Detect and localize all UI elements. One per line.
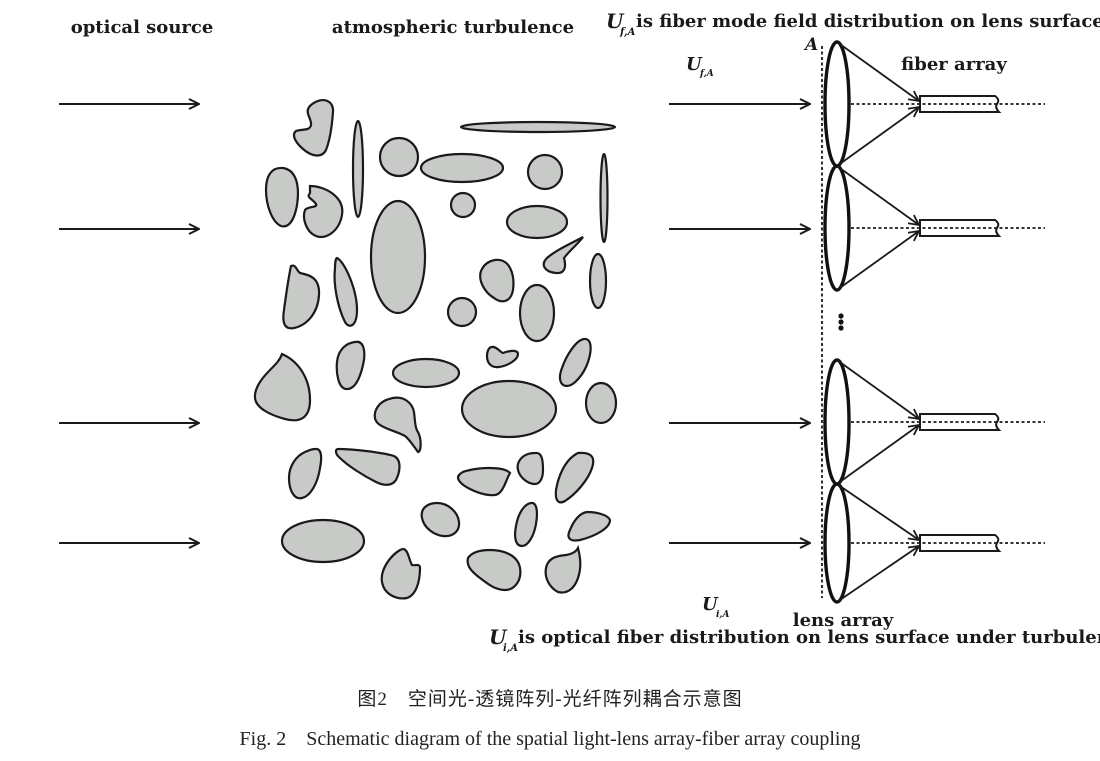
ui-symbol: U [489,625,508,649]
focused-ray [836,359,919,419]
turbulence-cell [514,501,539,548]
ellipsis-dot [838,325,844,331]
turbulence-cell [518,283,556,343]
turbulence-cell [419,152,505,184]
turbulence-cell [292,99,335,157]
turbulence-cell [335,340,366,391]
turbulence-cell [544,544,582,594]
ui-near-symbol: U [702,594,719,615]
turbulence-cell [282,264,321,330]
turbulence-cell [264,166,300,228]
uf-near-subscript: f,A [699,69,714,79]
focused-ray [836,483,919,540]
turbulence-cell [567,510,612,542]
turbulence-cell [380,547,422,600]
turbulence-cell [373,396,422,454]
ui-near-label: U i,A [702,594,730,620]
lens-fiber-unit [823,482,1045,604]
turbulence-cell [378,136,420,178]
ui-subscript: i,A [503,643,518,654]
uf-description: is fiber mode field distribution on lens… [636,11,1100,32]
focused-ray [836,546,919,603]
turbulence-cell [554,451,595,504]
turbulence-cells [253,99,618,600]
turbulence-cell [466,548,522,592]
turbulence-cell [588,252,608,310]
uf-near-symbol: U [686,54,703,75]
turbulence-cell [599,152,609,244]
uf-definition-label: U f,A is fiber mode field distribution o… [606,9,1100,38]
ui-description: is optical fiber distribution on lens su… [518,627,1100,648]
plane-a-label: A [803,35,818,55]
turbulence-cell [287,447,323,500]
turbulence-cell [460,379,558,439]
ui-near-subscript: i,A [716,610,730,620]
lens-fiber-unit [823,164,1045,292]
turbulence-cell [479,258,515,303]
optical-source-label: optical source [71,17,214,38]
turbulence-cell [516,451,545,486]
turbulence-cell [485,345,520,369]
lens-input-beams [669,104,810,543]
turbulence-cell [526,153,564,191]
uf-subscript: f,A [619,27,636,38]
ellipsis-dot [838,313,844,319]
figure-caption-english: Fig. 2 Schematic diagram of the spatial … [239,728,861,750]
ui-definition-label: U i,A is optical fiber distribution on l… [489,625,1100,654]
fiber-array-label: fiber array [901,54,1007,75]
lens [823,40,851,168]
optical-source-beams [59,104,199,543]
turbulence-cell [302,184,344,239]
turbulence-cell [420,501,461,538]
focused-ray [836,41,919,101]
figure-caption-chinese: 图2 空间光-透镜阵列-光纤阵列耦合示意图 [357,689,743,710]
turbulence-cell [391,357,461,389]
optical-fiber [919,95,1002,113]
uf-symbol: U [606,9,625,33]
atmospheric-turbulence-label: atmospheric turbulence [332,17,574,38]
turbulence-cell [253,352,312,422]
turbulence-cell [280,518,366,564]
turbulence-cell [505,204,569,240]
focused-ray [836,231,919,291]
turbulence-cell [333,256,359,327]
turbulence-cell [456,466,512,497]
turbulence-cell [558,337,592,388]
optical-fiber [919,413,1002,431]
focused-ray [836,425,919,485]
uf-near-arrow-label: U f,A [686,54,714,79]
optical-fiber [919,219,1002,237]
lens [823,358,851,486]
lens [823,482,851,604]
turbulence-cell [446,296,478,328]
ellipsis-dot [838,319,844,325]
turbulence-cell [459,120,617,134]
turbulence-cell [449,191,477,219]
lens-array-label: lens array [793,610,894,631]
focused-ray [836,107,919,167]
focused-ray [836,165,919,225]
turbulence-cell [334,447,401,486]
optical-fiber [919,534,1002,552]
lens-fiber-unit [823,358,1045,486]
turbulence-cell [351,119,365,219]
turbulence-cell [542,236,584,275]
lens [823,164,851,292]
turbulence-cell [369,199,427,315]
turbulence-cell [584,381,618,425]
more-lenses-ellipsis [838,313,844,331]
